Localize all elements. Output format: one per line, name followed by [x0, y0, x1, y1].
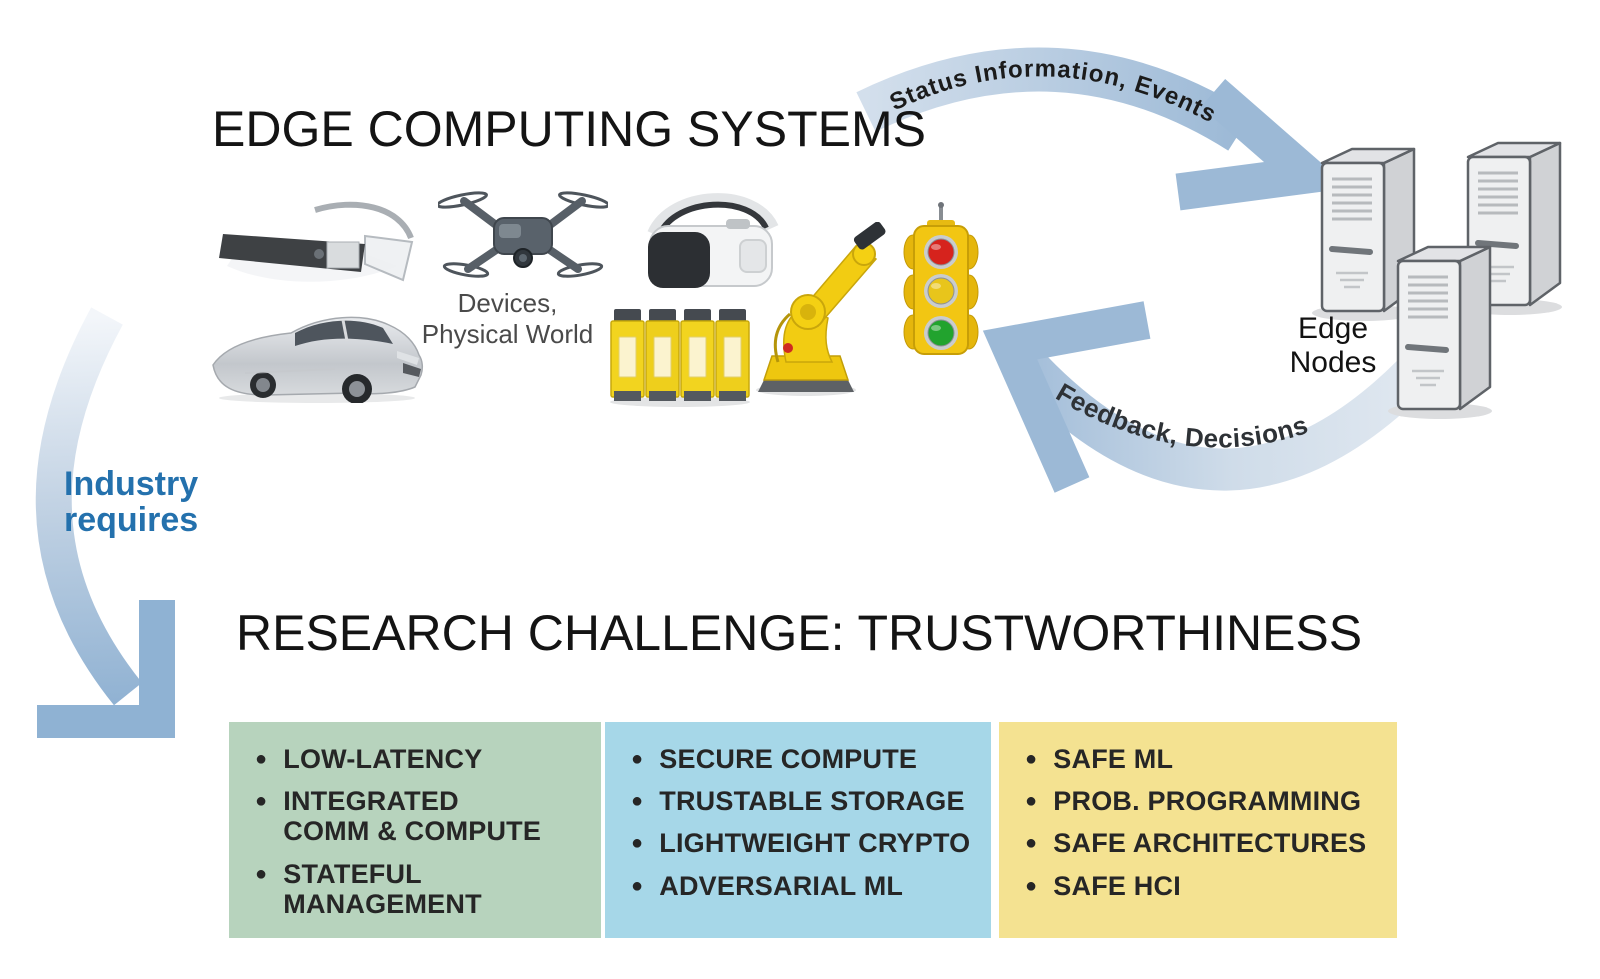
vr-headset-icon: [647, 193, 779, 288]
challenge-item: ● STATEFUL MANAGEMENT: [249, 859, 593, 919]
challenge-column-green: ● LOW-LATENCY ● INTEGRATED COMM & COMPUT…: [229, 722, 601, 938]
edge-nodes-label-line2: Nodes: [1289, 345, 1377, 379]
edge-node-servers: [1280, 135, 1600, 425]
bullet-icon: ●: [255, 790, 268, 813]
challenge-item: ● PROB. PROGRAMMING: [1019, 786, 1389, 816]
server-tower-icon: [1458, 143, 1562, 315]
challenge-item-text: COMM & COMPUTE: [283, 816, 542, 847]
plc-module: [610, 309, 750, 401]
challenge-item-text: SECURE COMPUTE: [659, 744, 918, 774]
challenge-item: ● LIGHTWEIGHT CRYPTO: [625, 828, 983, 858]
bullet-icon: ●: [631, 874, 644, 897]
edge-nodes-label-line1: Edge: [1297, 312, 1369, 345]
industry-label-line1: Industry: [64, 465, 199, 503]
research-challenge-title: RESEARCH CHALLENGE: TRUSTWORTHINESS: [236, 605, 1363, 661]
bullet-icon: ●: [1025, 874, 1038, 897]
challenge-item-text: MANAGEMENT: [283, 888, 482, 919]
challenge-item: ● INTEGRATED COMM & COMPUTE: [249, 786, 593, 846]
devices-caption-line1: Devices,: [457, 288, 558, 318]
challenge-item: ● SAFE ARCHITECTURES: [1019, 828, 1389, 858]
challenge-item: ● SECURE COMPUTE: [625, 744, 983, 774]
drone-icon: [438, 191, 608, 278]
smart-glasses-icon: [219, 201, 414, 282]
challenge-item-text: PROB. PROGRAMMING: [1053, 786, 1362, 817]
industry-label-line2: requires: [64, 501, 199, 540]
server-tower-icon: [1388, 247, 1492, 419]
bullet-icon: ●: [631, 832, 644, 855]
bullet-icon: ●: [1025, 832, 1038, 855]
edge-nodes-label: Edge Nodes: [1277, 312, 1389, 379]
edge-computing-title: EDGE COMPUTING SYSTEMS: [212, 101, 926, 157]
challenge-column-yellow: ● SAFE ML ● PROB. PROGRAMMING ● SAFE ARC…: [999, 722, 1397, 938]
challenge-item-text: LIGHTWEIGHT CRYPTO: [659, 828, 971, 859]
challenge-item-text: TRUSTABLE STORAGE: [659, 786, 965, 817]
traffic-light-icon: [903, 202, 979, 355]
feedback-arrow-label: Feedback, Decisions: [1051, 377, 1311, 454]
bullet-icon: ●: [1025, 790, 1038, 813]
challenge-item-text: SAFE HCI: [1053, 870, 1181, 901]
safety-plc-icon: [610, 309, 750, 407]
feedback-arrow-text: Feedback, Decisions: [1051, 377, 1311, 454]
challenge-item-text: INTEGRATED: [283, 786, 459, 817]
bullet-icon: ●: [255, 862, 268, 885]
bullet-icon: ●: [631, 790, 644, 813]
challenge-item: ● SAFE HCI: [1019, 871, 1389, 901]
challenge-item-text: SAFE ML: [1053, 744, 1174, 774]
arrowhead-down-right-icon: [1175, 79, 1351, 211]
industry-requires-label: Industry requires: [64, 466, 198, 538]
robot-arm-icon: [756, 222, 886, 396]
challenge-item: ● LOW-LATENCY: [249, 744, 593, 774]
status-info-arrow-text: Status Information, Events: [886, 55, 1221, 128]
challenge-item: ● TRUSTABLE STORAGE: [625, 786, 983, 816]
challenge-item-text: SAFE ARCHITECTURES: [1053, 828, 1367, 859]
devices-caption-line2: Physical World: [421, 319, 594, 350]
challenge-item-text: LOW-LATENCY: [283, 744, 483, 774]
challenge-item-text: STATEFUL: [283, 858, 422, 889]
challenge-item: ● ADVERSARIAL ML: [625, 871, 983, 901]
bullet-icon: ●: [255, 748, 268, 770]
challenge-item-text: ADVERSARIAL ML: [659, 870, 904, 901]
server-tower-icon: [1312, 149, 1416, 321]
devices-caption: Devices, Physical World: [400, 288, 615, 350]
status-info-arrow: Status Information, Events: [856, 47, 1351, 211]
status-info-arrow-label: Status Information, Events: [886, 55, 1220, 128]
challenge-column-blue: ● SECURE COMPUTE ● TRUSTABLE STORAGE ● L…: [605, 722, 991, 938]
arrowhead-corner-icon: [37, 600, 175, 738]
bullet-icon: ●: [1025, 748, 1038, 770]
bullet-icon: ●: [631, 748, 644, 770]
challenge-item: ● SAFE ML: [1019, 744, 1389, 774]
arrowhead-up-left-icon: [982, 301, 1151, 493]
car-icon: [212, 316, 424, 403]
